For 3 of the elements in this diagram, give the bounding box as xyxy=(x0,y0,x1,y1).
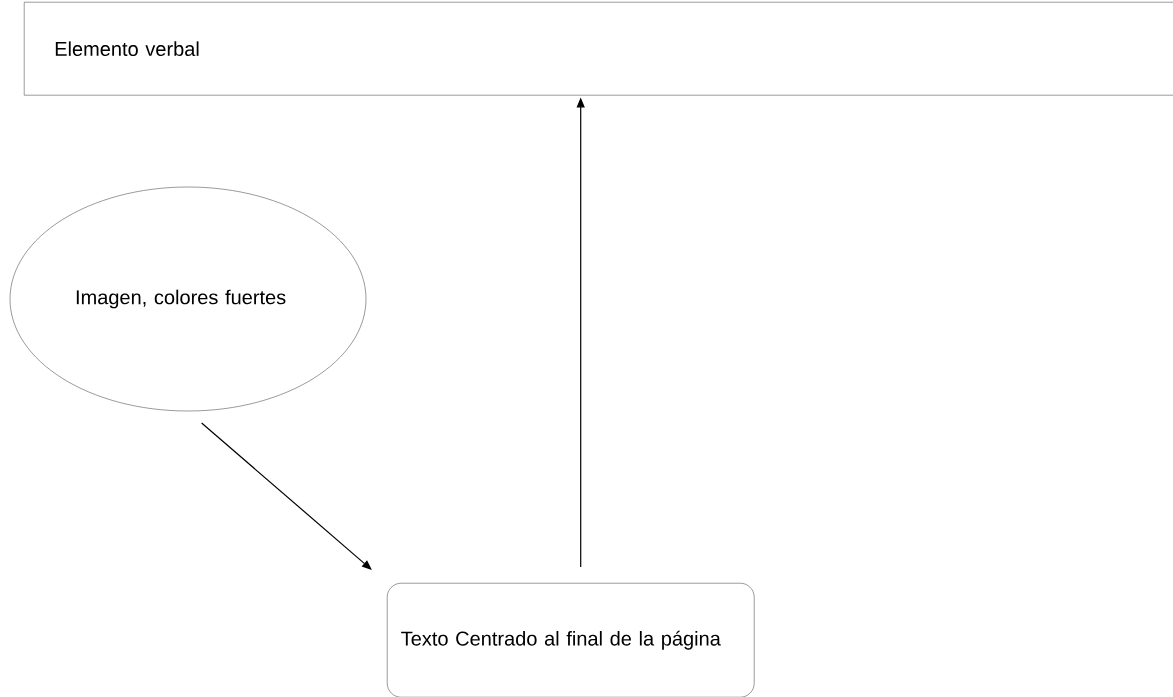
arrow xyxy=(201,422,372,570)
rounded-box: Texto Centrado al final de la página xyxy=(387,583,755,697)
text-box: Elemento verbal xyxy=(24,2,1173,96)
